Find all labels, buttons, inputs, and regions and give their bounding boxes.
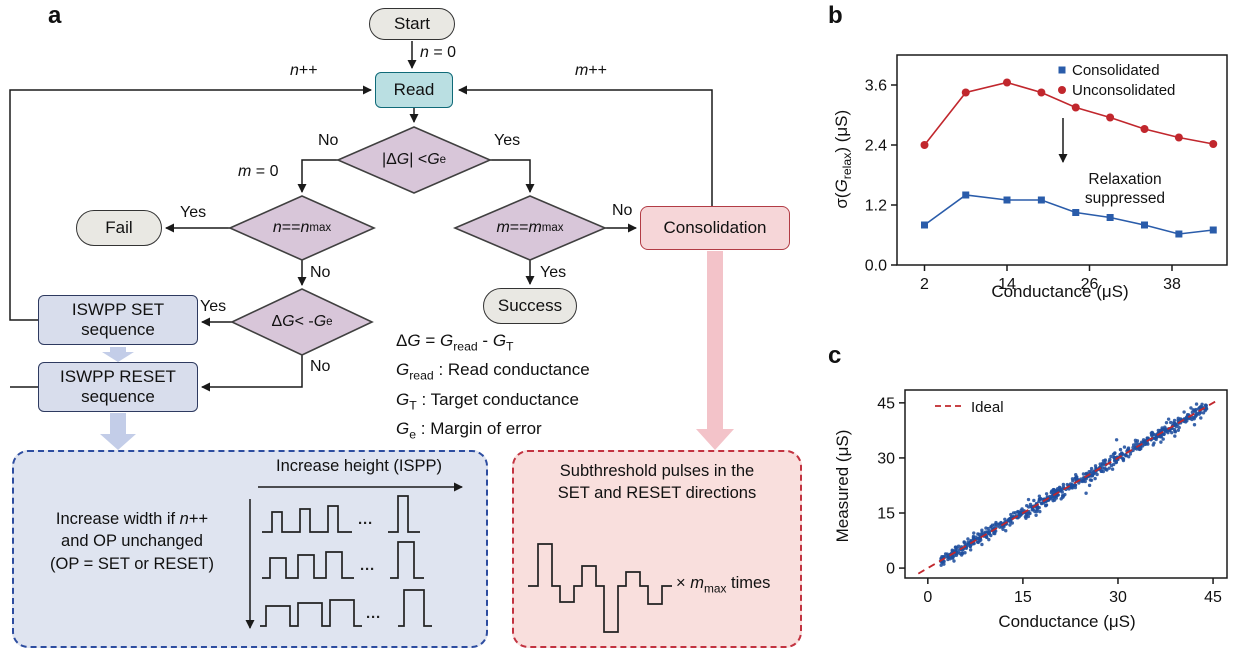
svg-text:15: 15 <box>877 506 895 523</box>
svg-text:0: 0 <box>886 561 895 578</box>
edge-label-no-4: No <box>612 202 633 219</box>
consolidation-node: Consolidation <box>640 206 790 250</box>
relaxation-line-chart: 2 14 26 38 0.0 1.2 2.4 3.6 ConsolidatedUnconsoli… <box>865 54 1228 293</box>
svg-text:30: 30 <box>877 450 895 467</box>
formula-legend: ΔG = Gread - GT Gread : Read conductance… <box>396 329 656 447</box>
edge-label-no-2: No <box>310 264 331 281</box>
svg-text:2.4: 2.4 <box>865 138 887 155</box>
svg-text:Consolidated: Consolidated <box>1072 62 1160 79</box>
svg-text:Unconsolidated: Unconsolidated <box>1072 82 1175 99</box>
formula-g-error: Ge : Margin of error <box>396 419 542 442</box>
fail-node: Fail <box>76 210 162 246</box>
svg-text:38: 38 <box>1163 276 1181 293</box>
svg-text:2: 2 <box>920 276 929 293</box>
panel-c-x-axis-label: Conductance (μS) <box>998 612 1136 631</box>
formula-g-read: Gread : Read conductance <box>396 360 590 383</box>
svg-text:Ideal: Ideal <box>971 399 1004 416</box>
read-node: Read <box>375 72 453 108</box>
svg-text:45: 45 <box>877 395 895 412</box>
edge-label-m-reset: m = 0 <box>238 163 279 180</box>
panel-c-y-axis-label: Measured (μS) <box>833 429 852 543</box>
thick-arrow-to-subthreshold-box <box>696 251 734 450</box>
svg-text:0: 0 <box>923 589 932 606</box>
iswpp-reset-node: ISWPP RESET sequence <box>38 362 198 412</box>
panel-label-b: b <box>828 2 843 29</box>
edge-label-no-3: No <box>310 358 331 375</box>
increase-height-label: Increase height (ISPP) <box>276 457 442 475</box>
edge-label-yes-3: Yes <box>200 298 227 315</box>
thick-arrow-to-ispp-box <box>100 413 136 450</box>
edge-label-no-1: No <box>318 132 339 149</box>
svg-text:26: 26 <box>1081 276 1099 293</box>
panel-b-x-axis-label: Conductance (μS) <box>991 282 1129 301</box>
formula-delta-g: ΔG = Gread - GT <box>396 331 514 354</box>
svg-text:45: 45 <box>1204 589 1222 606</box>
edge-d1-yes-d4 <box>490 159 535 193</box>
formula-g-target: GT : Target conductance <box>396 389 579 413</box>
start-node: Start <box>369 8 455 40</box>
m-max-times-label: × mmax times <box>676 574 771 596</box>
relaxation-annotation: Relaxation suppressed <box>1084 171 1166 208</box>
edge-d3-no-reset <box>201 355 303 392</box>
success-node: Success <box>483 288 577 324</box>
charts-canvas: 2 14 26 38 0.0 1.2 2.4 3.6 ConsolidatedUnconsoli… <box>865 54 1228 606</box>
edge-label-yes-4: Yes <box>540 264 567 281</box>
measured-scatter-chart: 0 15 30 45 0 15 30 45 Ideal <box>877 389 1228 606</box>
svg-text:15: 15 <box>1014 589 1032 606</box>
thick-arrow-set-to-reset <box>102 347 134 362</box>
edge-label-yes-1: Yes <box>494 132 521 149</box>
edge-d1-no-d2 <box>297 159 338 193</box>
iswpp-set-node: ISWPP SET sequence <box>38 295 198 345</box>
edge-label-n-inc: n++ <box>290 62 318 79</box>
edge-label-m-inc: m++ <box>575 62 608 79</box>
increase-width-label: Increase width if n++and OP unchanged(OP… <box>50 510 214 573</box>
panel-b-y-axis-label: σ(Grelax) (μS) <box>831 109 855 209</box>
svg-text:30: 30 <box>1109 589 1127 606</box>
svg-text:14: 14 <box>998 276 1016 293</box>
edge-label-yes-2: Yes <box>180 204 207 221</box>
svg-text:1.2: 1.2 <box>865 198 887 215</box>
svg-text:0.0: 0.0 <box>865 258 887 275</box>
edge-label-n-init: n = 0 <box>420 44 457 61</box>
svg-text:3.6: 3.6 <box>865 78 887 95</box>
panel-label-c: c <box>828 342 842 369</box>
panel-label-a: a <box>48 2 62 29</box>
